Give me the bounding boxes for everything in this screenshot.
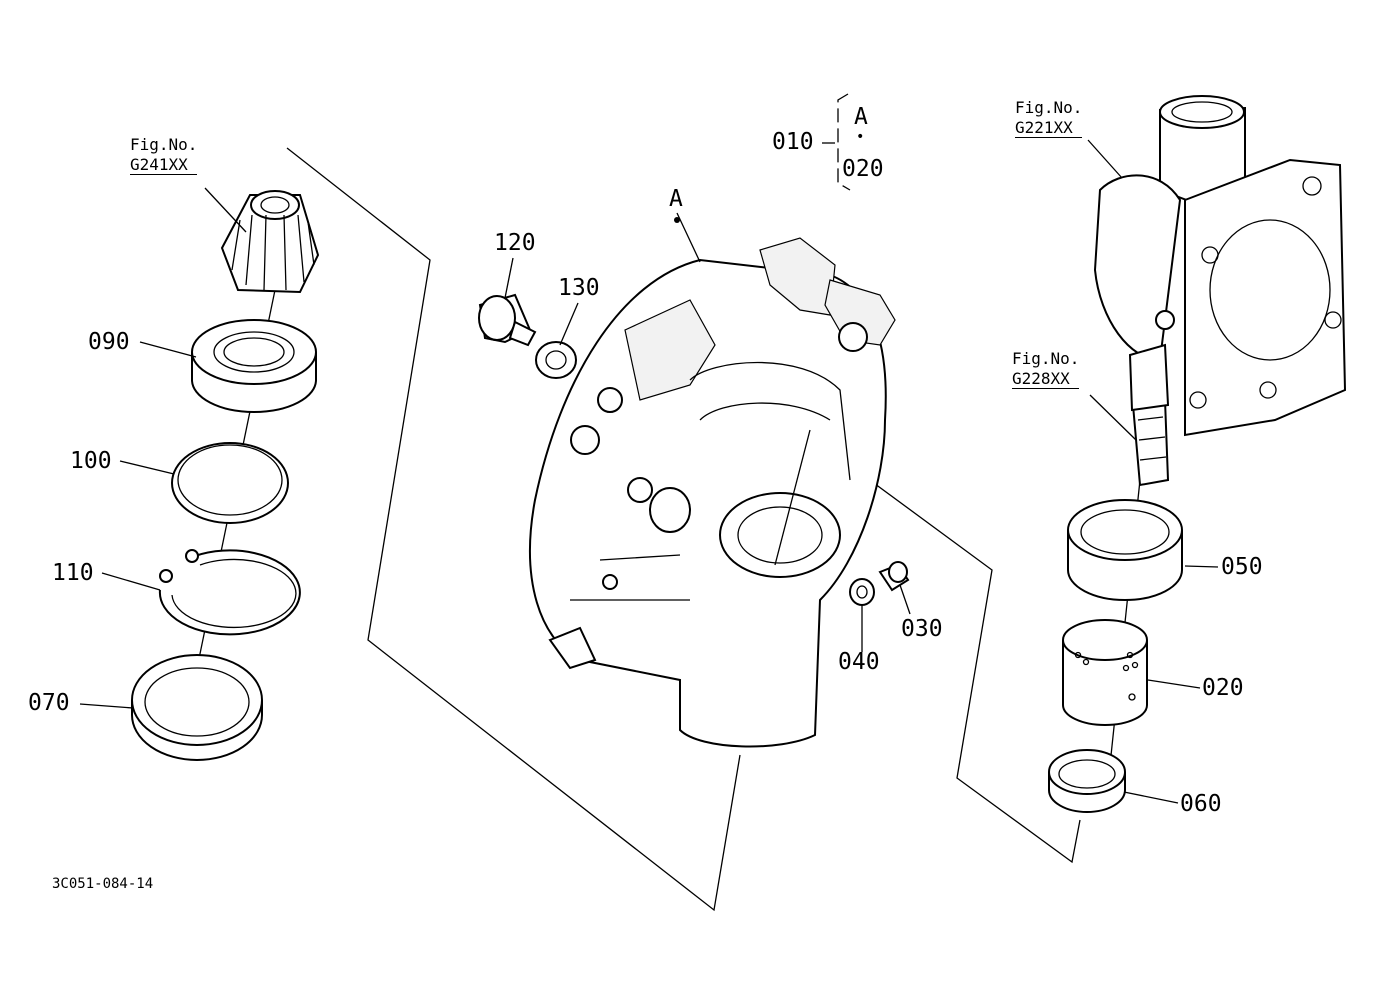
part-label-130[interactable]: 130 [558, 275, 600, 301]
washer-drawing [535, 341, 577, 379]
fig-ref-g228-line2: G228XX [1012, 371, 1080, 389]
fig-ref-g241-line2: G241XX [130, 157, 198, 175]
assembly-bracket [837, 93, 851, 191]
fig-ref-g221-line2: G221XX [1015, 120, 1083, 138]
fig-ref-g241-label[interactable]: Fig.No. G241XX [130, 135, 198, 175]
fig-ref-g221-line1: Fig.No. [1015, 98, 1083, 117]
o-ring-drawing [171, 442, 289, 524]
bearing-drawing [191, 319, 317, 413]
part-label-050[interactable]: 050 [1221, 554, 1263, 580]
pinion-gear-drawing [220, 190, 320, 294]
left-frame-line [286, 147, 741, 912]
document-code: 3C051-084-14 [52, 876, 154, 892]
fig-ref-g228-line1: Fig.No. [1012, 349, 1080, 368]
oil-seal-drawing [131, 654, 263, 761]
seal-drawing [1048, 749, 1126, 813]
collar-drawing [1067, 499, 1183, 601]
right-frame-line [794, 424, 1081, 864]
part-label-100[interactable]: 100 [70, 448, 112, 474]
part-label-040[interactable]: 040 [838, 649, 880, 675]
part-label-020-assembly[interactable]: 020 [842, 156, 884, 182]
marker-A-label: A [669, 186, 683, 212]
assembly-marker-A: A [854, 104, 868, 130]
part-label-110[interactable]: 110 [52, 560, 94, 586]
drain-washer-drawing [849, 578, 875, 606]
bushing-drawing [1062, 619, 1148, 726]
leader-lines [79, 139, 1219, 804]
part-label-090[interactable]: 090 [88, 329, 130, 355]
pinion-shaft-drawing [1128, 343, 1170, 487]
fig-ref-g221-label[interactable]: Fig.No. G221XX [1015, 98, 1083, 138]
part-label-020[interactable]: 020 [1202, 675, 1244, 701]
part-label-030[interactable]: 030 [901, 616, 943, 642]
marker-A-dot [674, 217, 680, 223]
part-label-010[interactable]: 010 [772, 129, 814, 155]
part-label-120[interactable]: 120 [494, 230, 536, 256]
gear-case-housing-drawing [529, 237, 896, 748]
part-label-060[interactable]: 060 [1180, 791, 1222, 817]
fig-ref-g228-label[interactable]: Fig.No. G228XX [1012, 349, 1080, 389]
plug-drawing [478, 293, 537, 347]
fig-ref-g241-line1: Fig.No. [130, 135, 198, 154]
drain-plug-drawing [878, 561, 910, 592]
snap-ring-drawing [158, 549, 301, 636]
bevel-gear-case-drawing [1093, 95, 1347, 437]
assembly-dot: • [856, 129, 865, 145]
part-label-070[interactable]: 070 [28, 690, 70, 716]
